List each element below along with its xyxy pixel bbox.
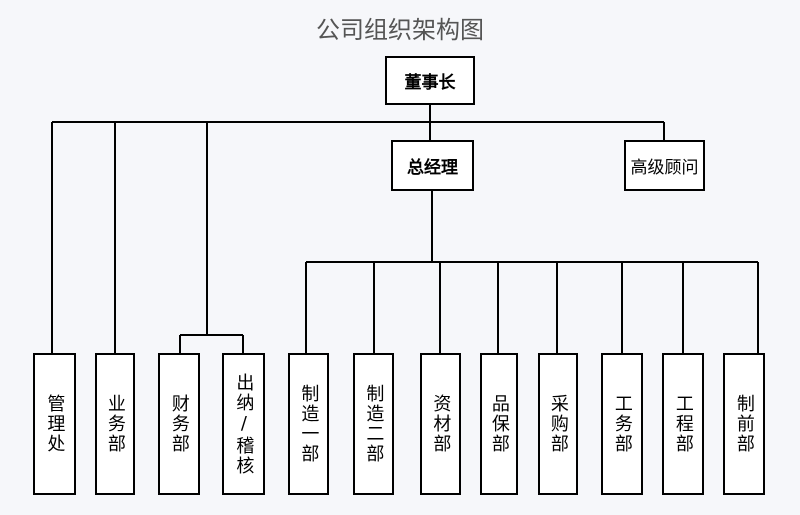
dept-business-node: 业务部 <box>95 353 135 495</box>
chairman-node: 董事长 <box>385 56 475 105</box>
dept-preproduction-node: 制前部 <box>723 353 765 495</box>
general-manager-node: 总经理 <box>391 140 474 191</box>
senior-advisor-node: 高级顾问 <box>624 140 705 191</box>
dept-management-node: 管理处 <box>33 353 76 495</box>
dept-mfg1-node: 制造一部 <box>288 353 329 495</box>
dept-purchasing-node: 采购部 <box>538 353 578 495</box>
dept-materials-node: 资材部 <box>420 353 461 495</box>
dept-cashier-audit-node: 出纳/稽核 <box>222 353 265 495</box>
chart-title: 公司组织架构图 <box>316 16 484 44</box>
dept-engineering-node: 工程部 <box>662 353 704 495</box>
dept-mfg2-node: 制造二部 <box>353 353 394 495</box>
dept-finance-node: 财务部 <box>158 353 200 495</box>
dept-industrial-node: 工务部 <box>601 353 643 495</box>
dept-qa-node: 品保部 <box>480 353 518 495</box>
